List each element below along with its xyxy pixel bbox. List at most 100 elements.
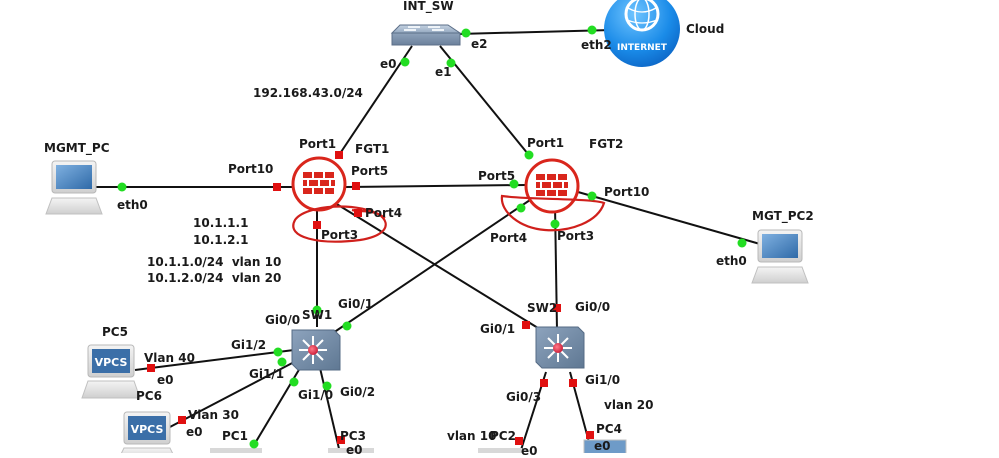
port-down-indicator-pc3 xyxy=(337,436,345,444)
mgmt-pc-icon[interactable] xyxy=(45,160,103,215)
fgt2-port1-label: Port1 xyxy=(527,136,565,150)
fgt1-label: FGT1 xyxy=(355,142,390,156)
fgt2-port4-label: Port4 xyxy=(490,231,528,245)
fgt1-firewall-icon[interactable] xyxy=(291,156,347,212)
cloud-internet-icon[interactable]: INTERNET xyxy=(604,0,680,67)
fgt2-port5-label: Port5 xyxy=(478,169,516,183)
sw2-gi10-label: Gi1/0 xyxy=(585,373,621,387)
port-down-indicator-fgt1-port1 xyxy=(335,151,343,159)
link-fgt2-sw1[interactable] xyxy=(329,199,531,336)
port-up-indicator-mgt-pc2-eth0 xyxy=(737,238,747,248)
port-down-indicator-pc2 xyxy=(515,437,523,445)
port-down-indicator-fgt1-port5 xyxy=(352,182,360,190)
port-down-indicator-fgt1-port10 xyxy=(273,183,281,191)
cloud-eth2-label: eth2 xyxy=(581,38,612,52)
pc2-vlan-annotation: vlan 10 xyxy=(447,429,497,443)
port-down-indicator-sw2-gi03 xyxy=(540,379,548,387)
pc5-label: PC5 xyxy=(102,325,128,339)
sw1-l3-switch-icon[interactable] xyxy=(291,329,341,371)
sw1-gi12-label: Gi1/2 xyxy=(231,338,267,352)
cloud-icon-text: INTERNET xyxy=(617,43,668,53)
pc5-e0-label: e0 xyxy=(157,373,174,387)
pc6-vlan-annotation: Vlan 30 xyxy=(188,408,239,422)
pc6-label: PC6 xyxy=(136,389,162,403)
link-sw1-pc3[interactable] xyxy=(319,367,341,453)
annotation-scribble-fgt2 xyxy=(500,194,606,232)
port-down-indicator-sw2-gi01 xyxy=(522,321,530,329)
int-sw-switch-icon[interactable] xyxy=(390,24,462,46)
fgt1-port10-label: Port10 xyxy=(228,162,274,176)
pc6-icon-text: VPCS xyxy=(131,423,164,436)
pc3-e0-label: e0 xyxy=(346,443,363,457)
sw1-gi01-label: Gi0/1 xyxy=(338,297,374,311)
pc2-label: PC2 xyxy=(490,429,516,443)
port-up-indicator-fgt2-port3 xyxy=(550,219,560,229)
cloud-label: Cloud xyxy=(686,22,725,36)
pc2-icon[interactable] xyxy=(478,448,522,453)
mgt-pc2-icon[interactable] xyxy=(751,229,809,284)
link-intsw-cloud[interactable] xyxy=(457,29,613,35)
fgt1-port5-label: Port5 xyxy=(351,164,389,178)
pc1-icon[interactable] xyxy=(210,448,262,453)
pc6-e0-label: e0 xyxy=(186,425,203,439)
vlan20-subnet-annotation: 10.1.2.0/24 vlan 20 xyxy=(147,271,282,285)
pc4-label: PC4 xyxy=(596,422,622,436)
port-down-indicator-pc6-e0 xyxy=(178,416,186,424)
port-down-indicator-pc5-e0 xyxy=(147,364,155,372)
pc4-e0-label: e0 xyxy=(594,439,611,453)
pc3-icon[interactable] xyxy=(328,448,374,453)
link-fgt2-mgtpc2[interactable] xyxy=(577,191,761,245)
sw2-label: SW2 xyxy=(527,301,558,315)
pc4-icon[interactable] xyxy=(583,439,627,453)
port-up-indicator-int-sw-e0 xyxy=(400,57,410,67)
pc5-icon-text: VPCS xyxy=(95,356,128,369)
mgmt-pc-eth0-label: eth0 xyxy=(117,198,148,212)
sw2-gi00-label: Gi0/0 xyxy=(575,300,611,314)
port-up-indicator-pc1 xyxy=(249,439,259,449)
fgt1-port1-label: Port1 xyxy=(299,137,337,151)
port-down-indicator-pc4 xyxy=(586,431,594,439)
mgt-pc2-eth0-label: eth0 xyxy=(716,254,747,268)
port-up-indicator-fgt2-port10 xyxy=(587,191,597,201)
fgt2-label: FGT2 xyxy=(589,137,624,151)
mgt-pc2-label: MGT_PC2 xyxy=(752,209,814,223)
pc4-vlan-annotation: vlan 20 xyxy=(604,398,654,412)
fgt2-port10-label: Port10 xyxy=(604,185,650,199)
port-up-indicator-sw1-gi10 xyxy=(289,377,299,387)
pc3-label: PC3 xyxy=(340,429,366,443)
pc5-vpcs-icon[interactable]: VPCS xyxy=(81,344,141,399)
link-sw1-pc6[interactable] xyxy=(167,359,299,429)
port-up-indicator-sw1-gi12 xyxy=(273,347,283,357)
fgt2-port3-label: Port3 xyxy=(557,229,595,243)
link-sw1-pc5[interactable] xyxy=(134,349,295,371)
fgt2-firewall-icon[interactable] xyxy=(524,158,580,214)
sw1-gi10-label: Gi1/0 xyxy=(298,388,334,402)
port-down-indicator-fgt1-port4 xyxy=(354,209,362,217)
int-sw-e0-label: e0 xyxy=(380,57,397,71)
ip-annotation-1: 10.1.1.1 xyxy=(193,216,249,230)
sw1-label: SW1 xyxy=(302,308,333,322)
pc1-label: PC1 xyxy=(222,429,248,443)
link-fgt1-sw2[interactable] xyxy=(334,202,539,329)
port-down-indicator-sw2-gi00 xyxy=(553,304,561,312)
fgt1-port4-label: Port4 xyxy=(365,206,403,220)
port-up-indicator-cloud-eth2 xyxy=(587,25,597,35)
port-up-indicator-sw1-gi02 xyxy=(322,381,332,391)
sw2-gi01-label: Gi0/1 xyxy=(480,322,516,336)
mgmt-pc-label: MGMT_PC xyxy=(44,141,110,155)
port-up-indicator-fgt2-port4 xyxy=(516,203,526,213)
port-up-indicator-sw1-gi00 xyxy=(312,305,322,315)
port-up-indicator-mgmt-pc-eth0 xyxy=(117,182,127,192)
pc2-e0-label: e0 xyxy=(521,444,538,458)
pc6-vpcs-icon[interactable]: VPCS xyxy=(118,411,176,453)
port-down-indicator-sw2-gi10 xyxy=(569,379,577,387)
annotation-scribble-fgt1 xyxy=(292,205,387,243)
wan-subnet-annotation: 192.168.43.0/24 xyxy=(253,86,363,100)
sw2-l3-switch-icon[interactable] xyxy=(535,326,585,369)
link-fgt1-fgt2-port5[interactable] xyxy=(345,184,526,188)
port-up-indicator-fgt2-port5 xyxy=(509,179,519,189)
ip-annotation-2: 10.1.2.1 xyxy=(193,233,249,247)
sw1-gi11-label: Gi1/1 xyxy=(249,367,285,381)
link-intsw-fgt1[interactable] xyxy=(338,45,413,156)
